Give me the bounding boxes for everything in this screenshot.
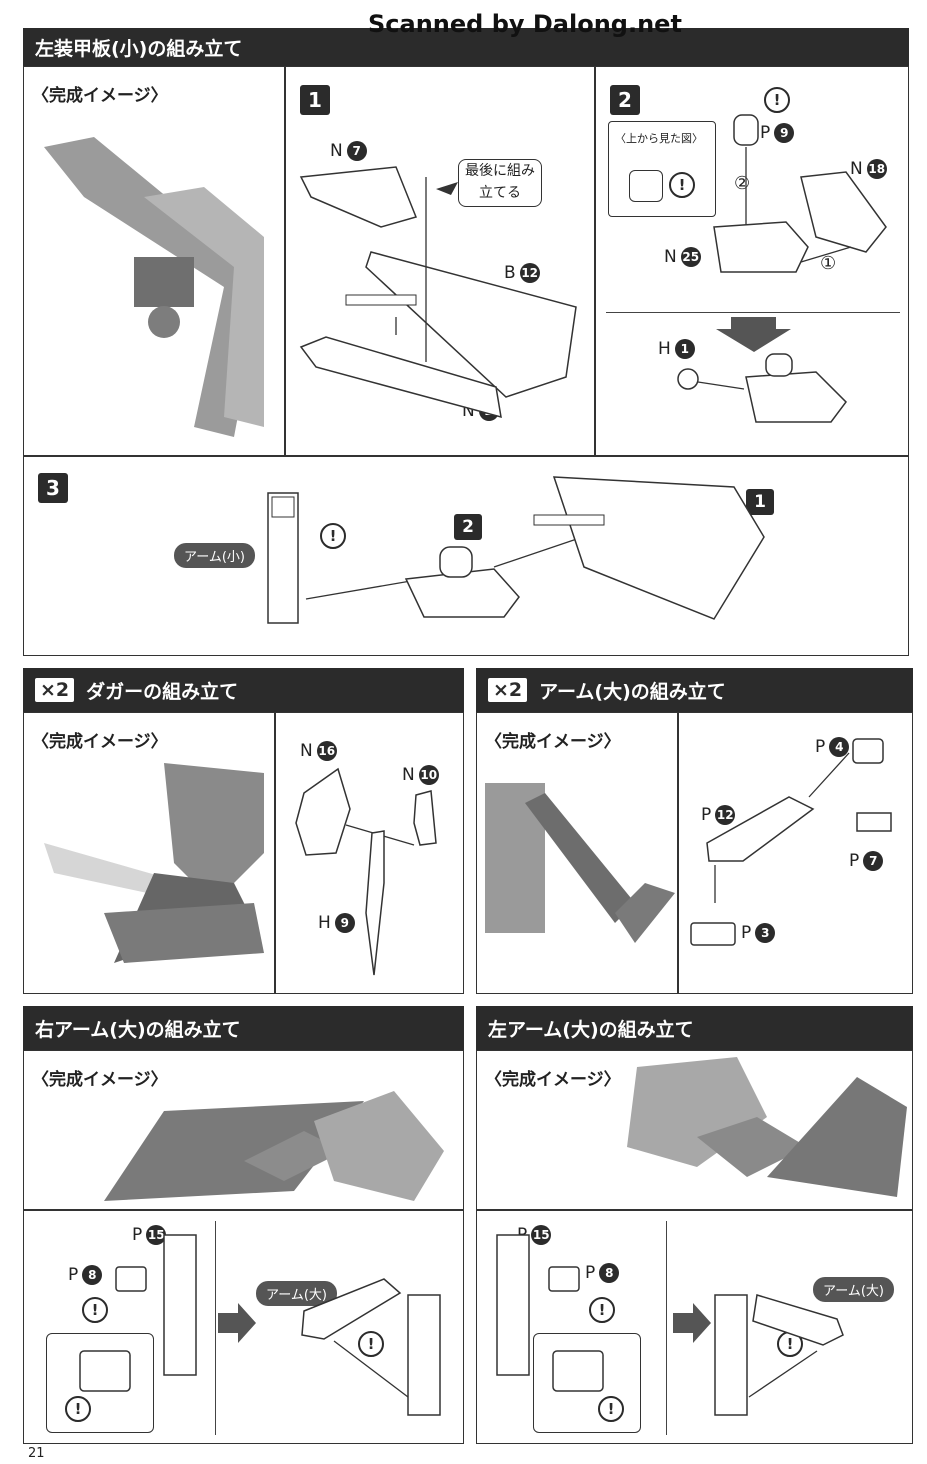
divider bbox=[666, 1221, 667, 1435]
detail-box: ! bbox=[46, 1333, 154, 1433]
right-arm-diagram bbox=[79, 1234, 441, 1416]
section-header-dagger: ×2 ダガーの組み立て bbox=[23, 668, 464, 712]
panel-step-1: 1 N7 B12 N2 最後に組み立てる bbox=[285, 66, 595, 456]
ref-step: 2 bbox=[454, 514, 482, 540]
detail-box: ! bbox=[533, 1333, 641, 1433]
section-title: 左アーム(大)の組み立て bbox=[488, 1018, 694, 1041]
top-view-box: 〈上から見た図〉 ! bbox=[608, 121, 716, 217]
armor-photo bbox=[44, 137, 264, 437]
multiplier-badge: ×2 bbox=[35, 678, 75, 702]
right-arm-photo bbox=[104, 1091, 444, 1201]
arm-large-label: アーム(大) bbox=[813, 1277, 894, 1302]
divider bbox=[215, 1221, 216, 1435]
watermark: Scanned by Dalong.net bbox=[368, 10, 682, 38]
step-divider bbox=[606, 312, 900, 313]
left-arm-diagram bbox=[496, 1234, 844, 1416]
step-number: 1 bbox=[300, 85, 330, 115]
panel-left-arm-assembly: P15 P8 ! ! アーム(大) ! bbox=[476, 1210, 913, 1444]
step2-diagram bbox=[677, 114, 887, 423]
panel-right-arm-image: 〈完成イメージ〉 bbox=[23, 1050, 464, 1210]
arm-small-label: アーム(小) bbox=[174, 543, 255, 568]
page-number: 21 bbox=[28, 1446, 45, 1461]
panel-arm-image: 〈完成イメージ〉 bbox=[476, 712, 678, 994]
section-header-left-armor-small: 左装甲板(小)の組み立て bbox=[23, 28, 909, 66]
arm-photo bbox=[485, 783, 675, 943]
panel-complete-image-1: 〈完成イメージ〉 bbox=[23, 66, 285, 456]
step3-diagram bbox=[267, 476, 765, 624]
warning-icon: ! bbox=[669, 172, 695, 198]
section-header-right-arm: 右アーム(大)の組み立て bbox=[23, 1006, 464, 1050]
section-header-arm-large: ×2 アーム(大)の組み立て bbox=[476, 668, 913, 712]
section-title: 左装甲板(小)の組み立て bbox=[35, 37, 243, 60]
assemble-last-note: 最後に組み立てる bbox=[458, 159, 542, 207]
warning-icon: ! bbox=[589, 1297, 615, 1323]
warning-icon: ! bbox=[358, 1331, 384, 1357]
panel-dagger-image: 〈完成イメージ〉 bbox=[23, 712, 275, 994]
warning-icon: ! bbox=[65, 1396, 91, 1422]
section-title: 右アーム(大)の組み立て bbox=[35, 1018, 241, 1041]
left-arm-photo bbox=[627, 1057, 907, 1197]
step1-diagram bbox=[299, 166, 577, 419]
dagger-photo bbox=[44, 763, 264, 963]
ref-step: 1 bbox=[746, 489, 774, 515]
warning-icon: ! bbox=[764, 87, 790, 113]
top-view-label: 〈上から見た図〉 bbox=[615, 132, 703, 145]
step-number: 2 bbox=[610, 85, 640, 115]
order-marker: ① bbox=[820, 253, 837, 274]
warning-icon: ! bbox=[598, 1396, 624, 1422]
dagger-diagram bbox=[295, 767, 437, 976]
complete-image-label: 〈完成イメージ〉 bbox=[32, 86, 168, 106]
multiplier-badge: ×2 bbox=[488, 678, 528, 702]
warning-icon: ! bbox=[320, 523, 346, 549]
panel-step-3: 3 アーム(小) ! 2 1 bbox=[23, 456, 909, 656]
top-view-shape bbox=[629, 170, 663, 202]
complete-image-label: 〈完成イメージ〉 bbox=[32, 732, 168, 752]
complete-image-label: 〈完成イメージ〉 bbox=[32, 1070, 168, 1090]
panel-left-arm-image: 〈完成イメージ〉 bbox=[476, 1050, 913, 1210]
section-header-left-arm: 左アーム(大)の組み立て bbox=[476, 1006, 913, 1050]
step-number: 3 bbox=[38, 473, 68, 503]
complete-image-label: 〈完成イメージ〉 bbox=[485, 1070, 621, 1090]
section-title: アーム(大)の組み立て bbox=[539, 680, 726, 703]
section-title: ダガーの組み立て bbox=[86, 680, 239, 703]
complete-image-label: 〈完成イメージ〉 bbox=[485, 732, 621, 752]
arm-diagram bbox=[690, 738, 892, 946]
warning-icon: ! bbox=[82, 1297, 108, 1323]
arm-large-label: アーム(大) bbox=[256, 1281, 337, 1306]
